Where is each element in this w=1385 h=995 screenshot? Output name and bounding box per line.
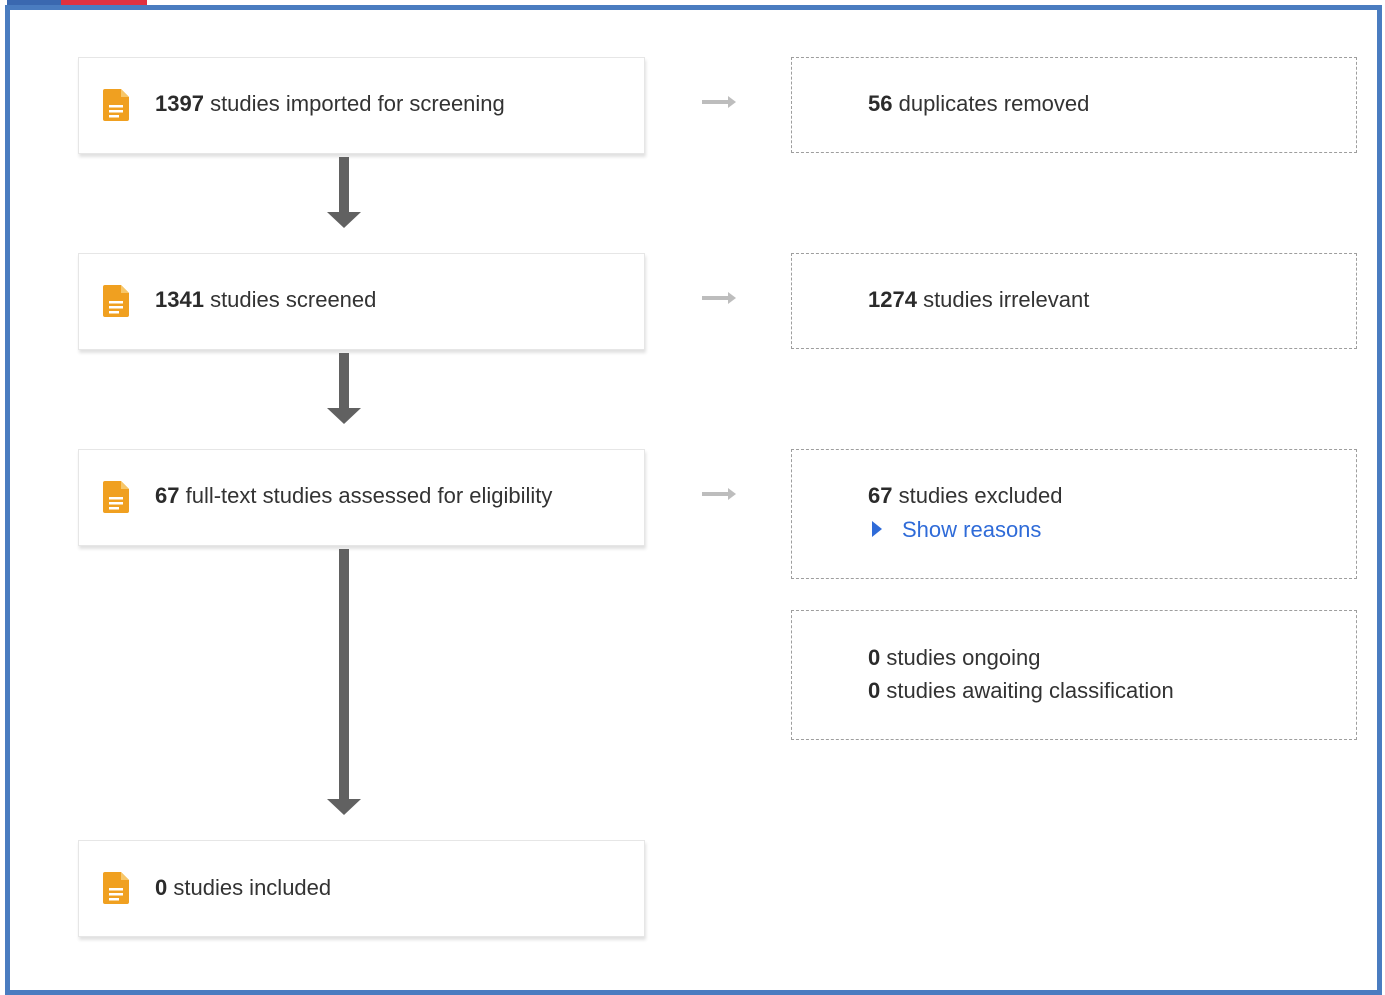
- full-text-count: 67: [155, 483, 180, 508]
- top-tab-strip: [7, 0, 147, 5]
- imported-count: 1397: [155, 91, 204, 116]
- triangle-right-icon: [872, 521, 882, 538]
- full-text-box: 67 full-text studies assessed for eligib…: [78, 449, 645, 546]
- ongoing-awaiting-box: 0 studies ongoing 0 studies awaiting cla…: [791, 610, 1357, 740]
- right-arrow-2: [702, 292, 736, 304]
- duplicates-label: 56 duplicates removed: [868, 91, 1089, 117]
- right-arrow-1: [702, 96, 736, 108]
- imported-text: studies imported for screening: [203, 91, 505, 116]
- ongoing-count: 0: [868, 645, 881, 670]
- duplicates-box: 56 duplicates removed: [791, 57, 1357, 153]
- irrelevant-text: studies irrelevant: [916, 287, 1090, 312]
- excluded-text: studies excluded: [892, 483, 1063, 508]
- irrelevant-box: 1274 studies irrelevant: [791, 253, 1357, 349]
- ongoing-text: studies ongoing: [880, 645, 1041, 670]
- included-box: 0 studies included: [78, 840, 645, 937]
- duplicates-text: duplicates removed: [892, 91, 1090, 116]
- tab-red-segment: [61, 0, 147, 5]
- awaiting-count: 0: [868, 678, 881, 703]
- down-arrow-3: [327, 549, 361, 817]
- full-text-text: full-text studies assessed for eligibili…: [179, 483, 553, 508]
- excluded-count: 67: [868, 483, 893, 508]
- right-arrow-3: [702, 488, 736, 500]
- awaiting-label: 0 studies awaiting classification: [868, 678, 1174, 704]
- document-icon: [103, 872, 129, 904]
- screened-box: 1341 studies screened: [78, 253, 645, 350]
- awaiting-text: studies awaiting classification: [880, 678, 1174, 703]
- included-count: 0: [155, 875, 168, 900]
- included-label: 0 studies included: [155, 875, 331, 901]
- down-arrow-1: [327, 157, 361, 230]
- imported-label: 1397 studies imported for screening: [155, 91, 505, 117]
- full-text-label: 67 full-text studies assessed for eligib…: [155, 483, 552, 509]
- excluded-box: 67 studies excluded Show reasons: [791, 449, 1357, 579]
- document-icon: [103, 285, 129, 317]
- excluded-label: 67 studies excluded: [868, 483, 1062, 509]
- document-icon: [103, 481, 129, 513]
- show-reasons-link[interactable]: Show reasons: [868, 517, 1041, 543]
- irrelevant-label: 1274 studies irrelevant: [868, 287, 1089, 313]
- duplicates-count: 56: [868, 91, 893, 116]
- screened-label: 1341 studies screened: [155, 287, 376, 313]
- screened-count: 1341: [155, 287, 204, 312]
- down-arrow-2: [327, 353, 361, 426]
- included-text: studies included: [167, 875, 332, 900]
- show-reasons-label: Show reasons: [902, 517, 1042, 542]
- ongoing-label: 0 studies ongoing: [868, 645, 1040, 671]
- tab-blue-segment: [7, 0, 61, 5]
- document-icon: [103, 89, 129, 121]
- irrelevant-count: 1274: [868, 287, 917, 312]
- imported-box: 1397 studies imported for screening: [78, 57, 645, 154]
- screened-text: studies screened: [203, 287, 377, 312]
